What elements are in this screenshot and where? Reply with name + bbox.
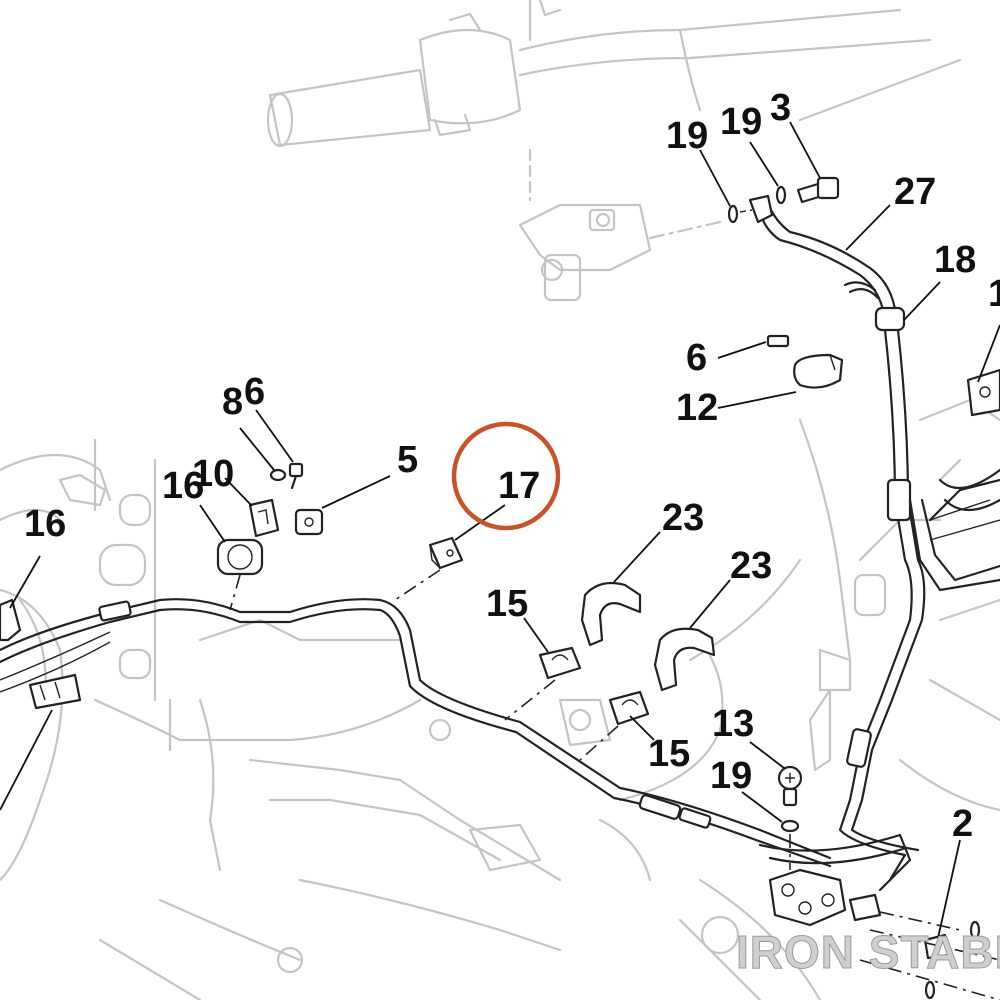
callout-6-right: 6: [686, 337, 707, 379]
clamp-23-lower: [653, 627, 716, 692]
crush-washer-left: [727, 204, 739, 224]
lower-right-fasteners: [768, 765, 1000, 1000]
callout-6-left: 6: [244, 371, 265, 413]
clamp-12: [793, 353, 844, 389]
callout-3: 3: [770, 87, 791, 129]
clamp-23-upper: [580, 581, 642, 647]
callout-5: 5: [397, 439, 418, 481]
callout-19-left: 19: [666, 115, 708, 157]
callout-13: 13: [712, 703, 754, 745]
crush-washer-right: [775, 185, 787, 205]
callout-15-upper: 15: [486, 583, 528, 625]
screw-6-right: [766, 334, 790, 348]
insert-15-lower: [608, 690, 650, 726]
clamp-23-group: [504, 581, 716, 761]
callout-23-lower: 23: [730, 545, 772, 587]
screw-6-left: [288, 462, 304, 478]
callout-15-lower: 15: [648, 733, 690, 775]
grommet-16-far-left: [0, 598, 22, 642]
upper-hose-assembly: [727, 176, 906, 332]
clip-10: [248, 498, 280, 538]
callout-labels: 2 3 5 6 6 8 10 12 13 15 15 16 16 17 18 1…: [24, 87, 1000, 845]
callout-12: 12: [676, 387, 718, 429]
brake-lines: [0, 328, 1000, 892]
callout-23-upper: 23: [662, 497, 704, 539]
part-17-spacer: [394, 536, 464, 601]
callout-1-partial: 1: [988, 273, 1000, 315]
grommet-16-left: [216, 538, 264, 576]
callout-27: 27: [894, 171, 936, 213]
banjo-bolt-head: [816, 176, 840, 200]
left-clip-group: [216, 462, 324, 611]
callout-17: 17: [498, 465, 540, 507]
hose-grommet: [874, 306, 906, 332]
clamp-12-group: [766, 334, 844, 389]
leader-lines: [0, 121, 1000, 939]
clip-nut-5: [294, 508, 324, 536]
highlight-ring: [451, 421, 561, 531]
callout-8: 8: [222, 381, 243, 423]
callout-18: 18: [934, 239, 976, 281]
callout-16-middle: 16: [162, 465, 204, 507]
callout-19-lower: 19: [710, 755, 752, 797]
banjo-fitting: [748, 194, 774, 224]
callout-2: 2: [952, 803, 973, 845]
line-clip-left: [28, 673, 82, 710]
callout-10: 10: [192, 453, 234, 495]
insert-15-upper: [538, 646, 582, 680]
far-left-parts: [0, 598, 82, 710]
washer-19-lower: [780, 819, 800, 833]
watermark: IRON STABLE: [736, 926, 1000, 978]
right-junction-bracket: [928, 368, 1000, 522]
callout-16-far-left: 16: [24, 503, 66, 545]
callout-19-middle: 19: [720, 101, 762, 143]
washer-8: [269, 468, 287, 482]
